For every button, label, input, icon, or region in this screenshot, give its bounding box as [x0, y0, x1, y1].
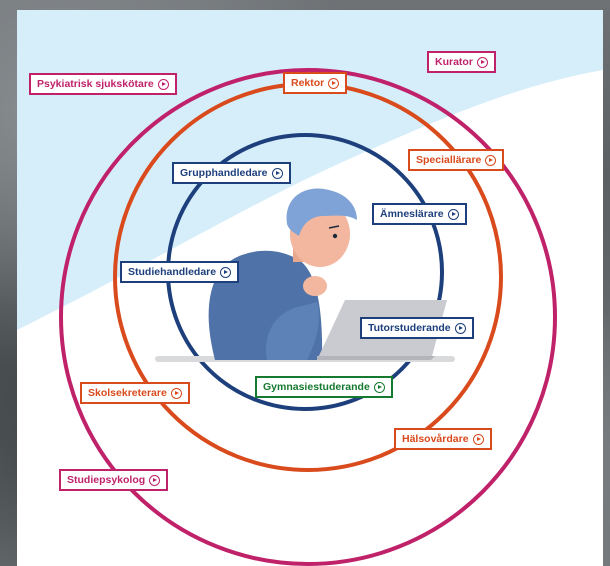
student-illustration [155, 188, 455, 362]
role-label: Grupphandledare [180, 167, 268, 179]
role-kurator[interactable]: Kurator [427, 51, 496, 73]
play-circle-icon [271, 167, 283, 179]
play-circle-icon [454, 322, 466, 334]
role-amneslarare[interactable]: Ämneslärare [372, 203, 467, 225]
role-label: Skolsekreterare [88, 387, 167, 399]
play-circle-icon [373, 381, 385, 393]
role-studiehandledare[interactable]: Studiehandledare [120, 261, 240, 283]
play-circle-icon [220, 266, 232, 278]
play-circle-icon [328, 77, 340, 89]
role-label: Gymnasiestuderande [263, 381, 370, 393]
role-label: Studiepsykolog [67, 474, 146, 486]
role-speciallarare[interactable]: Speciallärare [408, 149, 505, 171]
role-tutorstuderande[interactable]: Tutorstuderande [360, 317, 474, 339]
role-psykiatrisk-sjukskotare[interactable]: Psykiatrisk sjukskötare [29, 73, 177, 95]
role-skolsekreterare[interactable]: Skolsekreterare [80, 382, 190, 404]
role-label: Rektor [291, 77, 325, 89]
role-studiepsykolog[interactable]: Studiepsykolog [59, 469, 169, 491]
role-label: Hälsovårdare [402, 433, 469, 445]
role-label: Speciallärare [416, 154, 482, 166]
support-circle-diagram: Kurator Psykiatrisk sjukskötare Studieps… [17, 10, 603, 566]
role-label: Studiehandledare [128, 266, 217, 278]
role-label: Ämneslärare [380, 208, 444, 220]
play-circle-icon [472, 433, 484, 445]
role-halsovardare[interactable]: Hälsovårdare [394, 428, 492, 450]
role-grupphandledare[interactable]: Grupphandledare [172, 162, 291, 184]
play-circle-icon [447, 208, 459, 220]
role-label: Tutorstuderande [368, 322, 451, 334]
role-label: Psykiatrisk sjukskötare [37, 78, 154, 90]
play-circle-icon [149, 474, 161, 486]
play-circle-icon [170, 387, 182, 399]
play-circle-icon [157, 78, 169, 90]
outer-ring [59, 68, 557, 566]
role-rektor[interactable]: Rektor [283, 72, 348, 94]
role-gymnasiestuderande[interactable]: Gymnasiestuderande [255, 376, 393, 398]
play-circle-icon [485, 154, 497, 166]
play-circle-icon [476, 56, 488, 68]
role-label: Kurator [435, 56, 473, 68]
